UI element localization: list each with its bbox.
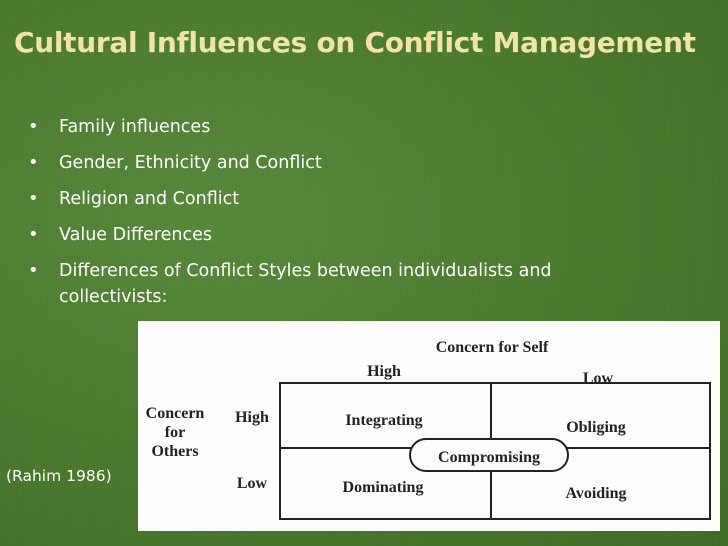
- bullet-text: Value Differences: [59, 225, 212, 245]
- row-low-label: Low: [237, 475, 268, 492]
- bullet-item: • Gender, Ethnicity and Conflict: [28, 150, 628, 176]
- cell-compromising: Compromising: [438, 449, 540, 466]
- cell-obliging: Obliging: [566, 419, 626, 436]
- bullet-dot-icon: •: [28, 152, 39, 173]
- conflict-styles-grid-figure: Concern for Self High Low Concern for Ot…: [138, 321, 720, 531]
- row-axis-title-line2: for: [165, 424, 185, 441]
- grid-outline: [279, 382, 711, 520]
- bullet-item: • Religion and Conflict: [28, 186, 628, 212]
- bullet-text: Religion and Conflict: [59, 189, 240, 209]
- bullet-text: Gender, Ethnicity and Conflict: [59, 153, 322, 173]
- cell-avoiding: Avoiding: [565, 485, 626, 502]
- cell-dominating: Dominating: [343, 479, 424, 496]
- col-high-label: High: [367, 363, 401, 380]
- bullet-dot-icon: •: [28, 116, 39, 137]
- bullet-text: Differences of Conflict Styles between i…: [59, 261, 552, 307]
- bullet-item: • Family influences: [28, 114, 628, 140]
- col-axis-title: Concern for Self: [436, 339, 549, 356]
- col-low-label: Low: [583, 370, 614, 387]
- bullet-list: • Family influences • Gender, Ethnicity an…: [28, 114, 628, 310]
- bullet-text: Family influences: [59, 117, 211, 137]
- bullet-dot-icon: •: [28, 260, 39, 281]
- bullet-dot-icon: •: [28, 224, 39, 245]
- row-high-label: High: [235, 409, 269, 426]
- bullet-dot-icon: •: [28, 188, 39, 209]
- conflict-styles-grid: Concern for Self High Low Concern for Ot…: [146, 339, 711, 520]
- bullet-item: • Value Differences: [28, 222, 628, 248]
- cell-integrating: Integrating: [345, 412, 422, 429]
- row-axis-title-line1: Concern: [146, 405, 205, 422]
- row-axis-title-line3: Others: [151, 443, 198, 460]
- bullet-item: • Differences of Conflict Styles between …: [28, 258, 628, 310]
- slide-title: Cultural Influences on Conflict Manageme…: [14, 26, 696, 59]
- compromising-oval: [409, 438, 569, 472]
- citation: (Rahim 1986): [6, 467, 112, 485]
